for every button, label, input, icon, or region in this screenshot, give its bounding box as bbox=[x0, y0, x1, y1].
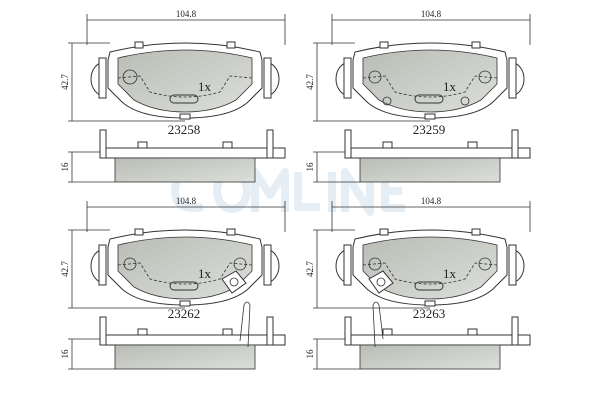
part-number: 23259 bbox=[413, 122, 446, 137]
width-dimension: 104.8 bbox=[176, 196, 197, 206]
thickness-dimension: 16 bbox=[60, 349, 70, 359]
part-number: 23263 bbox=[413, 306, 446, 321]
pad-23263: 104.8 42.7 16 1x 23263 bbox=[305, 196, 531, 370]
quantity-label: 1x bbox=[443, 79, 457, 94]
height-dimension: 42.7 bbox=[305, 74, 315, 90]
quantity-label: 1x bbox=[443, 266, 457, 281]
height-dimension: 42.7 bbox=[305, 261, 315, 277]
width-dimension: 104.8 bbox=[421, 9, 442, 19]
part-number: 23258 bbox=[168, 122, 201, 137]
width-dimension: 104.8 bbox=[176, 9, 197, 19]
pad-23259: 104.8 42.7 16 1x 23259 bbox=[305, 9, 531, 183]
thickness-dimension: 16 bbox=[60, 162, 70, 172]
thickness-dimension: 16 bbox=[305, 349, 315, 359]
thickness-dimension: 16 bbox=[305, 162, 315, 172]
quantity-label: 1x bbox=[198, 79, 212, 94]
pad-23262: 104.8 42.7 16 1x 23262 bbox=[60, 196, 286, 370]
height-dimension: 42.7 bbox=[60, 74, 70, 90]
height-dimension: 42.7 bbox=[60, 261, 70, 277]
part-number: 23262 bbox=[168, 306, 201, 321]
pad-23258: 104.8 42.7 16 1x 23258 bbox=[60, 9, 286, 183]
width-dimension: 104.8 bbox=[421, 196, 442, 206]
quantity-label: 1x bbox=[198, 266, 212, 281]
